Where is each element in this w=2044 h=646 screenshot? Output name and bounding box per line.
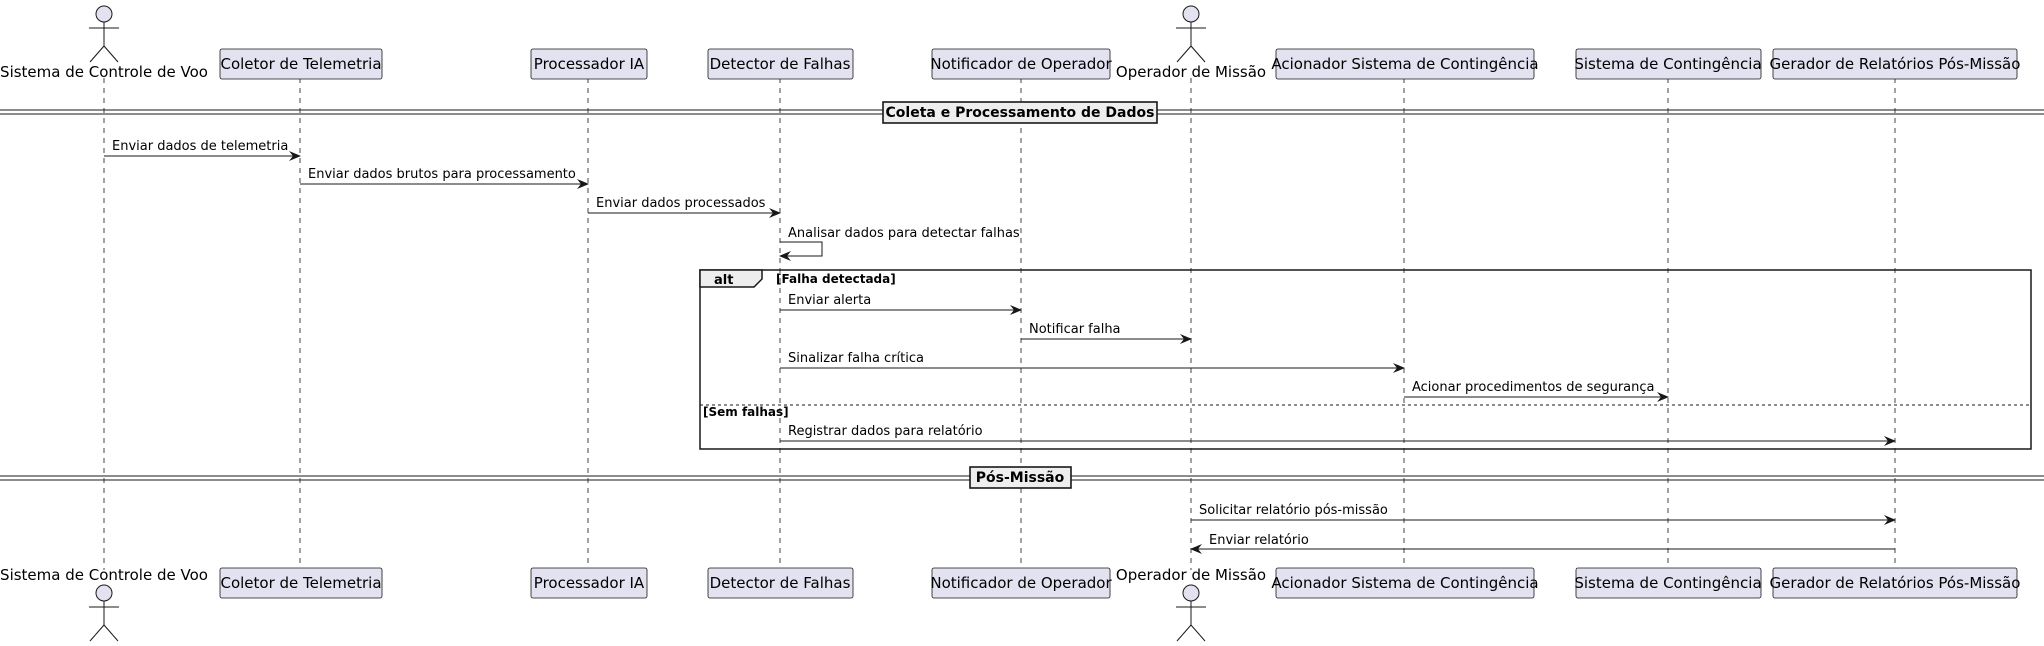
message-4-self: Analisar dados para detectar falhas [779, 226, 1020, 261]
alt-condition-2: [Sem falhas] [703, 405, 789, 419]
participant-notificador-operador-top: Notificador de Operador [930, 48, 1112, 80]
message-label: Enviar dados processados [596, 196, 766, 211]
message-label: Enviar relatório [1209, 533, 1309, 548]
message-2: Enviar dados brutos para processamento [300, 167, 589, 189]
participant-gerador-relatorios-top: Gerador de Relatórios Pós-Missão [1770, 48, 2021, 80]
participant-processador-ia-bottom: Processador IA [530, 567, 648, 599]
participant-sistema-contingencia-bottom: Sistema de Contingência [1574, 567, 1762, 599]
message-label: Enviar dados de telemetria [112, 139, 288, 154]
participant-label: Acionador Sistema de Contingência [1271, 55, 1538, 73]
participant-label: Detector de Falhas [710, 574, 851, 592]
participant-acionador-contingencia-bottom: Acionador Sistema de Contingência [1271, 567, 1539, 599]
participant-label: Detector de Falhas [710, 55, 851, 73]
participant-label: Operador de Missão [1116, 63, 1266, 81]
divider-coleta: Coleta e Processamento de Dados [0, 101, 2044, 124]
participant-label: Coletor de Telemetria [220, 574, 381, 592]
message-11: Enviar relatório [1190, 533, 1895, 554]
messages-alt: Enviar alerta Notificar falha Sinalizar … [780, 293, 1896, 446]
alt-frame: alt [Falha detectada] [Sem falhas] [699, 269, 2032, 450]
participant-label: Processador IA [534, 55, 645, 73]
message-label: Registrar dados para relatório [788, 424, 983, 439]
message-label: Solicitar relatório pós-missão [1199, 503, 1388, 518]
participant-label: Sistema de Contingência [1574, 574, 1761, 592]
message-10: Solicitar relatório pós-missão [1191, 503, 1896, 525]
participants-top: Sistema de Controle de Voo Coletor de Te… [0, 5, 2021, 81]
participant-label: Sistema de Controle de Voo [0, 63, 208, 81]
actor-operador-missao-bottom: Operador de Missão [1116, 566, 1266, 642]
participant-label: Gerador de Relatórios Pós-Missão [1770, 55, 2021, 73]
message-3: Enviar dados processados [588, 196, 781, 218]
participant-detector-falhas-bottom: Detector de Falhas [707, 567, 854, 599]
participant-label: Notificador de Operador [930, 55, 1112, 73]
participant-coletor-telemetria-top: Coletor de Telemetria [219, 48, 383, 80]
participant-coletor-telemetria-bottom: Coletor de Telemetria [219, 567, 383, 599]
alt-condition-1: [Falha detectada] [776, 272, 896, 286]
message-label: Enviar alerta [788, 293, 871, 308]
message-label: Acionar procedimentos de segurança [1412, 380, 1655, 395]
message-label: Notificar falha [1029, 322, 1121, 337]
participant-label: Sistema de Controle de Voo [0, 566, 208, 584]
actor-icon [1176, 584, 1206, 642]
participant-sistema-contingencia-top: Sistema de Contingência [1574, 48, 1762, 80]
actor-operador-missao-top: Operador de Missão [1116, 5, 1266, 81]
message-9: Registrar dados para relatório [780, 424, 1896, 446]
participant-processador-ia-top: Processador IA [530, 48, 648, 80]
participant-notificador-operador-bottom: Notificador de Operador [930, 567, 1112, 599]
participant-label: Gerador de Relatórios Pós-Missão [1770, 574, 2021, 592]
message-label: Sinalizar falha crítica [788, 351, 924, 366]
message-7: Sinalizar falha crítica [780, 351, 1405, 373]
message-1: Enviar dados de telemetria [104, 139, 301, 161]
participant-acionador-contingencia-top: Acionador Sistema de Contingência [1271, 48, 1539, 80]
message-8: Acionar procedimentos de segurança [1404, 380, 1669, 402]
alt-keyword: alt [714, 273, 733, 288]
participant-label: Operador de Missão [1116, 566, 1266, 584]
participant-detector-falhas-top: Detector de Falhas [707, 48, 854, 80]
participant-label: Coletor de Telemetria [220, 55, 381, 73]
actor-icon [89, 584, 119, 642]
message-6: Notificar falha [1021, 322, 1192, 344]
lifelines [103, 78, 1896, 570]
participant-label: Processador IA [534, 574, 645, 592]
participant-label: Sistema de Contingência [1574, 55, 1761, 73]
actor-icon [1176, 5, 1206, 63]
divider-label: Pós-Missão [976, 470, 1065, 486]
participant-gerador-relatorios-bottom: Gerador de Relatórios Pós-Missão [1770, 567, 2021, 599]
message-label: Enviar dados brutos para processamento [308, 167, 576, 182]
actor-sistema-controle-voo-bottom: Sistema de Controle de Voo [0, 566, 208, 642]
divider-pos-missao: Pós-Missão [0, 466, 2044, 489]
divider-label: Coleta e Processamento de Dados [886, 105, 1155, 121]
message-5: Enviar alerta [780, 293, 1022, 315]
actor-sistema-controle-voo-top: Sistema de Controle de Voo [0, 5, 208, 81]
participants-bottom: Sistema de Controle de Voo Coletor de Te… [0, 566, 2021, 642]
messages-post: Solicitar relatório pós-missão Enviar re… [1190, 503, 1896, 554]
message-label: Analisar dados para detectar falhas [788, 226, 1020, 241]
actor-icon [89, 5, 119, 63]
messages: Enviar dados de telemetria Enviar dados … [104, 139, 1020, 261]
participant-label: Acionador Sistema de Contingência [1271, 574, 1538, 592]
participant-label: Notificador de Operador [930, 574, 1112, 592]
